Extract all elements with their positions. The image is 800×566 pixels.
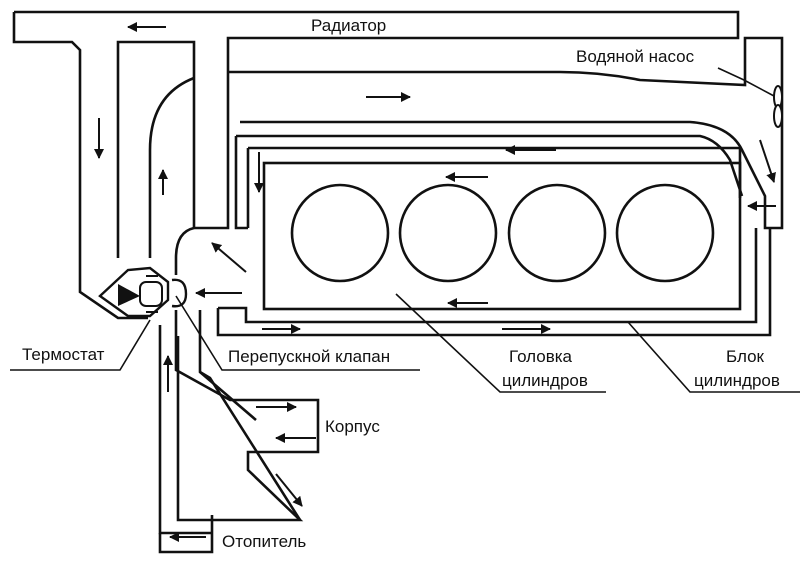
label-cylinder-head-2: цилиндров xyxy=(502,371,588,390)
label-water-pump: Водяной насос xyxy=(576,47,695,66)
cylinder-3 xyxy=(507,183,607,283)
block-return-channel xyxy=(218,228,758,324)
label-cylinder-head-1: Головка xyxy=(509,347,573,366)
heater-supply-pipe xyxy=(174,310,320,522)
cylinder-4 xyxy=(615,183,715,283)
arrow-heater-in xyxy=(275,473,303,507)
label-radiator: Радиатор xyxy=(311,16,386,35)
heater-box-outline xyxy=(158,515,214,554)
heater-diagonal-wall xyxy=(199,370,302,521)
leader-lines xyxy=(10,67,800,393)
cylinder-2 xyxy=(398,183,498,283)
radiator-pipe-inner xyxy=(12,12,148,320)
leader-bypass-valve xyxy=(175,295,420,371)
cylinder-block-outline xyxy=(262,161,742,311)
arrow-to-thermostat-diag xyxy=(211,242,247,273)
leader-cylinder-head xyxy=(395,293,606,393)
label-thermostat: Термостат xyxy=(22,345,105,364)
thermostat-housing-wall xyxy=(148,76,195,258)
leader-thermostat xyxy=(10,319,151,371)
water-pump-impeller xyxy=(773,85,783,128)
label-cylinder-block-1: Блок xyxy=(726,347,765,366)
block-return-channel-outer xyxy=(216,228,772,337)
leader-water-pump xyxy=(717,67,775,97)
thermostat-valve xyxy=(98,266,170,318)
bypass-valve xyxy=(171,278,188,308)
flow-arrows xyxy=(94,22,776,542)
label-bypass-valve: Перепускной клапан xyxy=(228,347,390,366)
cylinders xyxy=(290,183,715,283)
label-cylinder-block-2: цилиндров xyxy=(694,371,780,390)
cylinder-1 xyxy=(290,183,390,283)
radiator-pipe-outer xyxy=(14,10,740,258)
arrow-pump-down xyxy=(759,139,776,183)
labels: Радиатор Водяной насос Термостат Перепус… xyxy=(22,16,780,551)
label-body: Корпус xyxy=(325,417,380,436)
leader-cylinder-block xyxy=(627,321,800,393)
thermostat-outlet-wall xyxy=(174,226,195,275)
pump-channel-lower xyxy=(236,134,744,197)
label-heater: Отопитель xyxy=(222,532,306,551)
pump-channel-upper xyxy=(228,36,784,230)
water-jacket-left-wall xyxy=(234,136,248,230)
